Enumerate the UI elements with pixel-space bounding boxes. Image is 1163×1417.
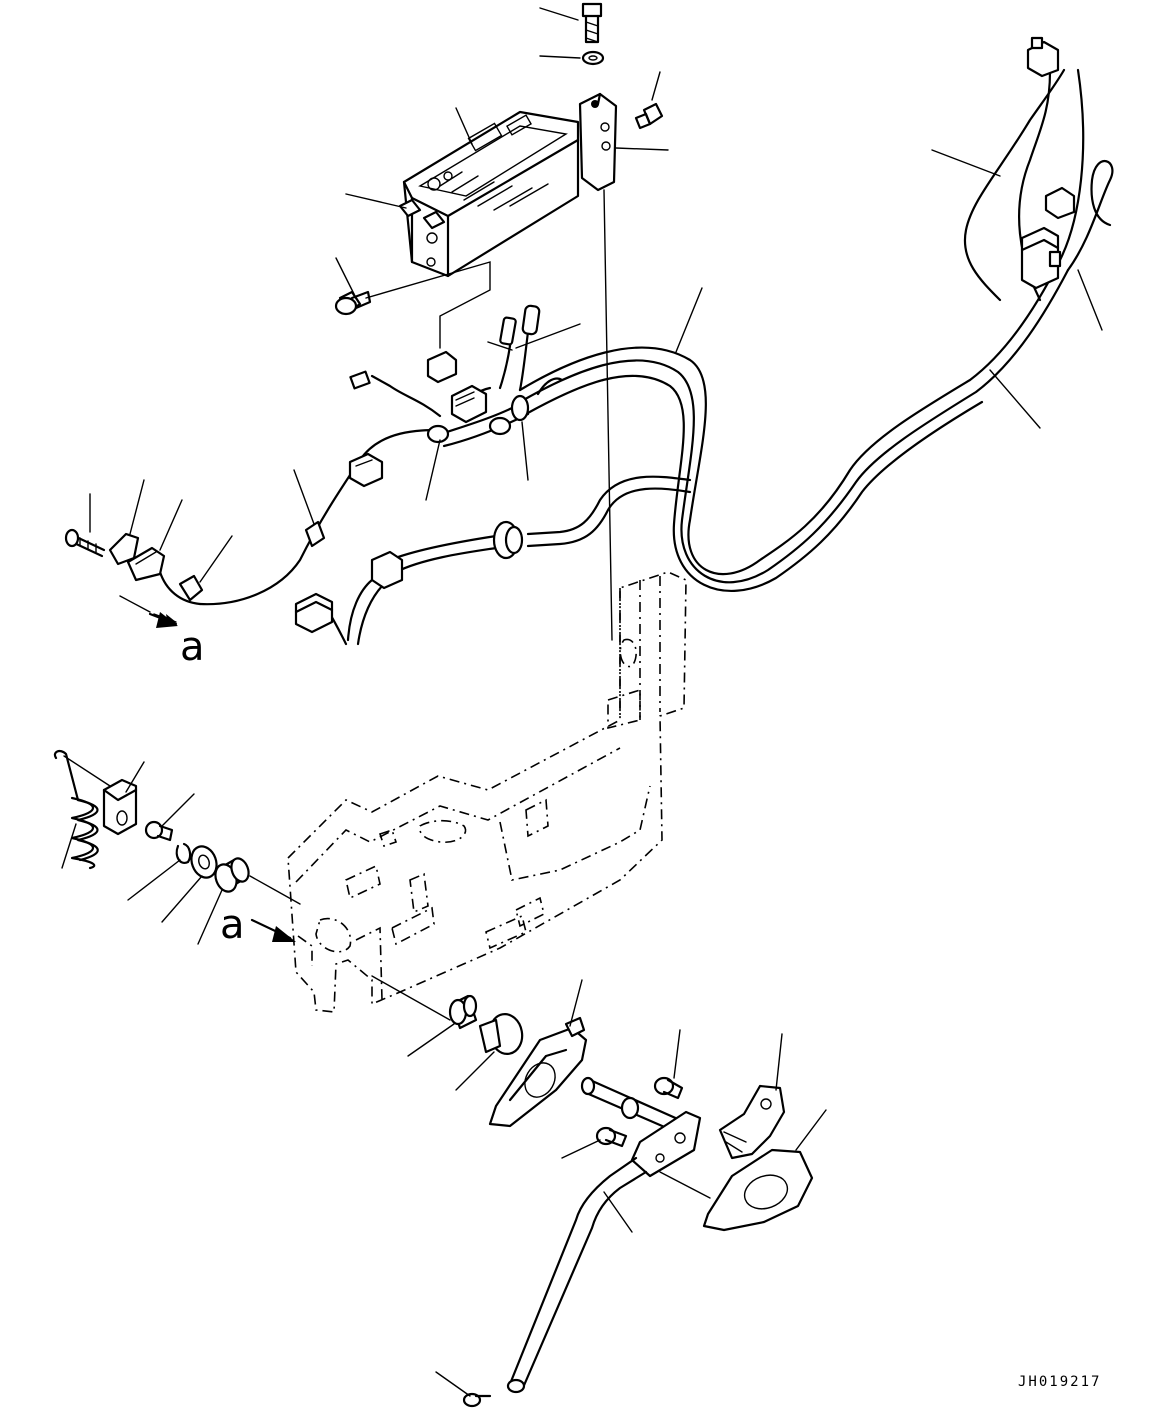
spring-bolt (144, 820, 174, 842)
bushing-right (448, 994, 478, 1030)
harness-connector-right-small (1044, 186, 1076, 220)
wiring-harness (158, 68, 1114, 646)
harness-connector-center-1 (426, 350, 458, 384)
lever-cover-large (702, 1148, 814, 1232)
switch-clip (178, 574, 204, 602)
radio-unit (398, 110, 580, 278)
collar (478, 1013, 524, 1055)
lever-tip-screw (462, 1392, 492, 1408)
lever-cover-small (718, 1084, 786, 1160)
switch-body (126, 546, 166, 582)
switch-bolt (64, 528, 106, 558)
leader-lines (61, 7, 1103, 1397)
return-spring (53, 749, 111, 870)
harness-connector-mid-left (348, 452, 384, 488)
bushing-left (214, 857, 250, 893)
radio-screw (334, 290, 372, 316)
lever-housing (488, 1016, 588, 1128)
harness-connector-bottom-left (294, 592, 334, 634)
harness-connector-lower-left (370, 550, 404, 590)
lever-shaft (580, 1076, 682, 1134)
seat-frame (287, 571, 687, 1013)
mounting-bracket (578, 92, 618, 192)
harness-grommet (492, 520, 524, 560)
harness-clamp-2 (488, 394, 530, 436)
spring-bracket (102, 778, 138, 836)
view-marker-lower: a (220, 902, 245, 948)
lever-bolt (653, 1076, 684, 1100)
harness-plug-1 (499, 316, 517, 346)
lever-arm-screw (595, 1126, 628, 1148)
snap-ring (175, 842, 192, 864)
top-washer (581, 50, 605, 66)
harness-clamp-1 (426, 424, 450, 444)
lever-arm (506, 1156, 648, 1394)
drawing-code: JH019217 (1018, 1374, 1101, 1390)
lever-plate (630, 1110, 702, 1178)
view-marker-upper: a (180, 624, 205, 670)
bracket-screw (634, 102, 664, 130)
harness-plug-2 (521, 304, 541, 336)
view-arrow-upper (148, 612, 178, 628)
harness-connector-top-right (1026, 36, 1060, 78)
harness-connector-center-2 (450, 384, 488, 424)
switch-plate (108, 532, 140, 566)
top-bolt (581, 2, 603, 44)
flat-washer (190, 845, 218, 879)
harness-connector-small-left (349, 370, 371, 390)
view-arrow-lower (250, 918, 296, 942)
harness-connector-right-large (1020, 226, 1062, 290)
